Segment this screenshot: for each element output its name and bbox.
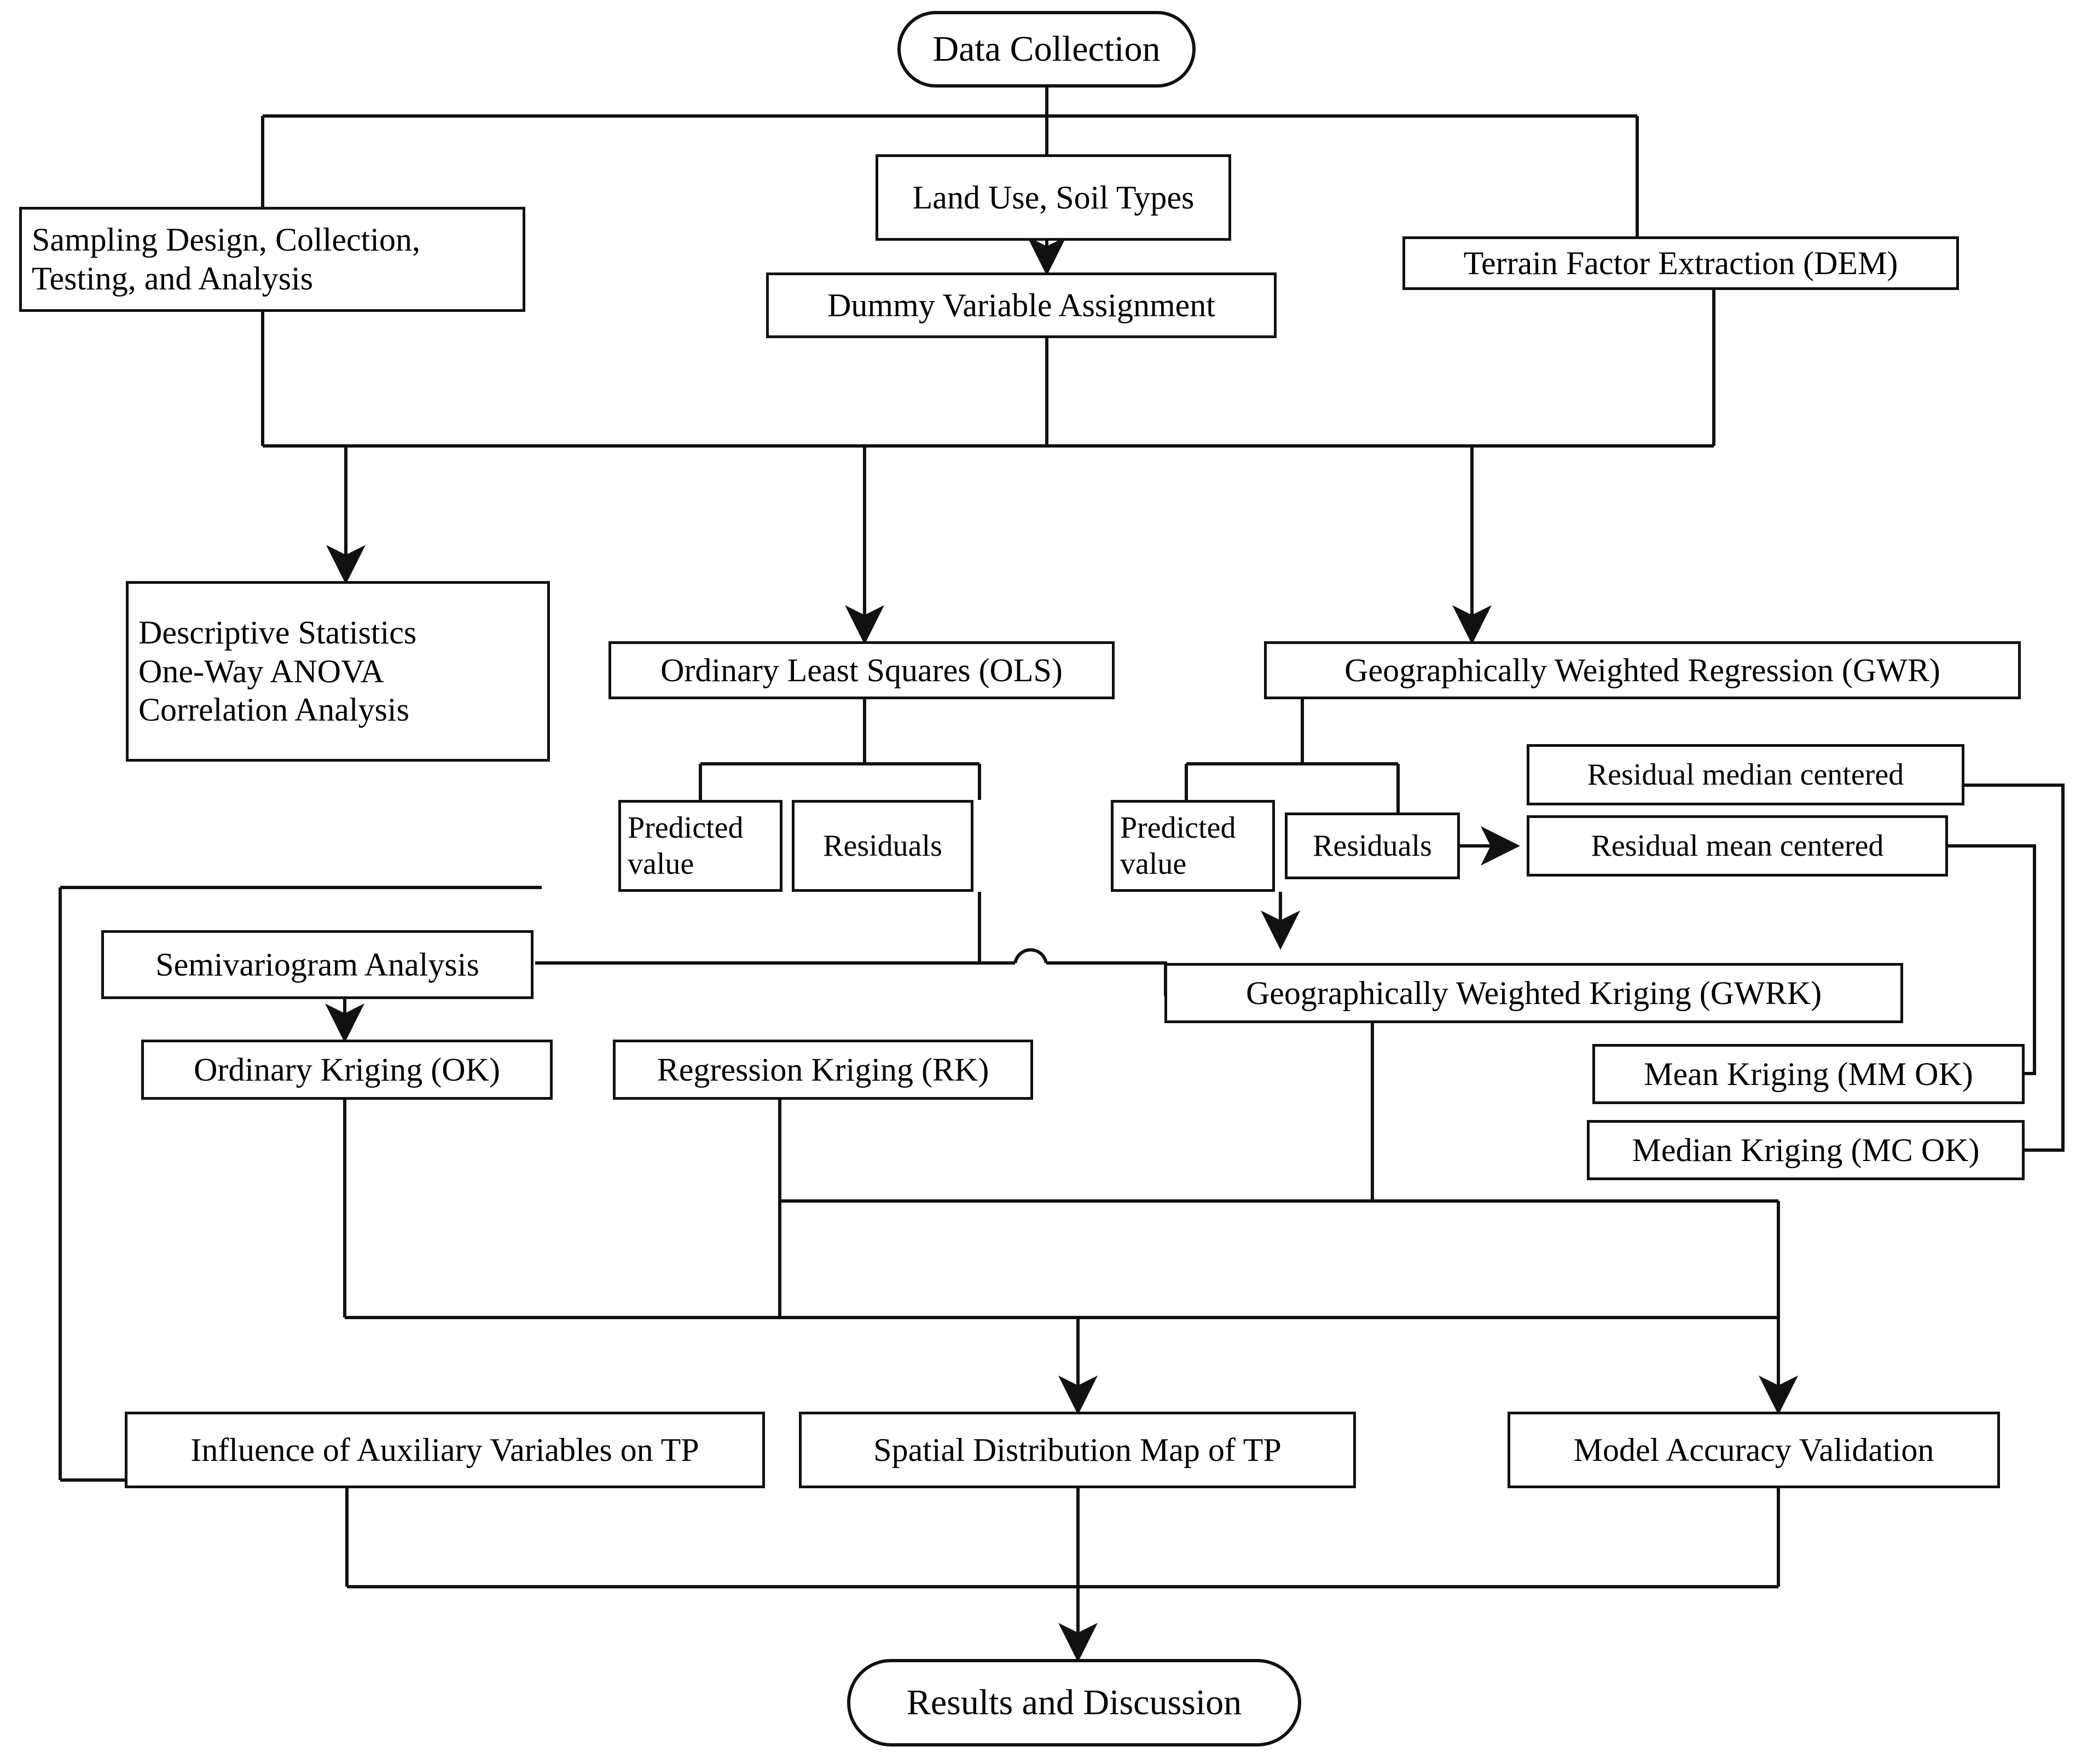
node-residual-mean-centered[interactable]: Residual mean centered bbox=[1527, 815, 1948, 877]
node-ols[interactable]: Ordinary Least Squares (OLS) bbox=[608, 641, 1115, 699]
node-data-collection-label: Data Collection bbox=[932, 29, 1161, 69]
node-regression-kriging[interactable]: Regression Kriging (RK) bbox=[613, 1040, 1033, 1100]
node-gwr-predicted-value-label: Predicted value bbox=[1120, 810, 1236, 881]
node-sampling-design-label: Sampling Design, Collection, Testing, an… bbox=[32, 222, 420, 297]
node-semivariogram-analysis[interactable]: Semivariogram Analysis bbox=[101, 930, 534, 999]
node-spatial-distribution-map[interactable]: Spatial Distribution Map of TP bbox=[799, 1412, 1356, 1488]
node-gwr-residuals[interactable]: Residuals bbox=[1285, 813, 1460, 879]
node-descriptive-statistics[interactable]: Descriptive Statistics One-Way ANOVA Cor… bbox=[126, 581, 550, 762]
node-results-and-discussion-label: Results and Discussion bbox=[906, 1682, 1242, 1723]
node-results-and-discussion[interactable]: Results and Discussion bbox=[847, 1659, 1301, 1746]
node-ols-predicted-value[interactable]: Predicted value bbox=[618, 800, 782, 892]
node-semivariogram-analysis-label: Semivariogram Analysis bbox=[155, 946, 479, 983]
node-influence-auxiliary-variables[interactable]: Influence of Auxiliary Variables on TP bbox=[125, 1412, 765, 1488]
node-residual-median-centered[interactable]: Residual median centered bbox=[1527, 744, 1964, 805]
node-gwr-predicted-value[interactable]: Predicted value bbox=[1111, 800, 1275, 892]
node-regression-kriging-label: Regression Kriging (RK) bbox=[657, 1051, 989, 1088]
node-mean-kriging[interactable]: Mean Kriging (MM OK) bbox=[1592, 1044, 2025, 1104]
node-gwr-label: Geographically Weighted Regression (GWR) bbox=[1344, 652, 1940, 688]
node-median-kriging-label: Median Kriging (MC OK) bbox=[1632, 1131, 1980, 1168]
node-ols-residuals-label: Residuals bbox=[823, 828, 942, 863]
node-terrain-factor-label: Terrain Factor Extraction (DEM) bbox=[1463, 245, 1898, 281]
node-descriptive-statistics-label: Descriptive Statistics One-Way ANOVA Cor… bbox=[138, 614, 417, 728]
node-influence-auxiliary-variables-label: Influence of Auxiliary Variables on TP bbox=[190, 1431, 699, 1468]
node-ordinary-kriging[interactable]: Ordinary Kriging (OK) bbox=[141, 1040, 553, 1100]
node-ols-residuals[interactable]: Residuals bbox=[792, 800, 973, 892]
node-gwr-residuals-label: Residuals bbox=[1313, 828, 1432, 863]
node-median-kriging[interactable]: Median Kriging (MC OK) bbox=[1587, 1120, 2025, 1180]
node-residual-mean-centered-label: Residual mean centered bbox=[1591, 828, 1884, 863]
node-gwr[interactable]: Geographically Weighted Regression (GWR) bbox=[1264, 641, 2021, 699]
node-dummy-variable[interactable]: Dummy Variable Assignment bbox=[766, 272, 1277, 338]
node-land-use-label: Land Use, Soil Types bbox=[912, 179, 1195, 216]
node-model-accuracy-validation-label: Model Accuracy Validation bbox=[1573, 1431, 1934, 1468]
node-data-collection[interactable]: Data Collection bbox=[897, 11, 1196, 88]
node-mean-kriging-label: Mean Kriging (MM OK) bbox=[1644, 1055, 1973, 1092]
node-ols-predicted-value-label: Predicted value bbox=[628, 810, 744, 881]
node-residual-median-centered-label: Residual median centered bbox=[1587, 757, 1904, 792]
node-gwrk-label: Geographically Weighted Kriging (GWRK) bbox=[1245, 974, 1822, 1011]
node-ordinary-kriging-label: Ordinary Kriging (OK) bbox=[194, 1051, 500, 1088]
node-model-accuracy-validation[interactable]: Model Accuracy Validation bbox=[1508, 1412, 2000, 1488]
node-dummy-variable-label: Dummy Variable Assignment bbox=[827, 287, 1215, 323]
node-gwrk[interactable]: Geographically Weighted Kriging (GWRK) bbox=[1164, 963, 1903, 1023]
node-land-use[interactable]: Land Use, Soil Types bbox=[876, 154, 1231, 241]
node-ols-label: Ordinary Least Squares (OLS) bbox=[660, 652, 1063, 688]
node-terrain-factor[interactable]: Terrain Factor Extraction (DEM) bbox=[1402, 236, 1959, 290]
node-spatial-distribution-map-label: Spatial Distribution Map of TP bbox=[873, 1431, 1282, 1468]
node-sampling-design[interactable]: Sampling Design, Collection, Testing, an… bbox=[19, 207, 525, 312]
